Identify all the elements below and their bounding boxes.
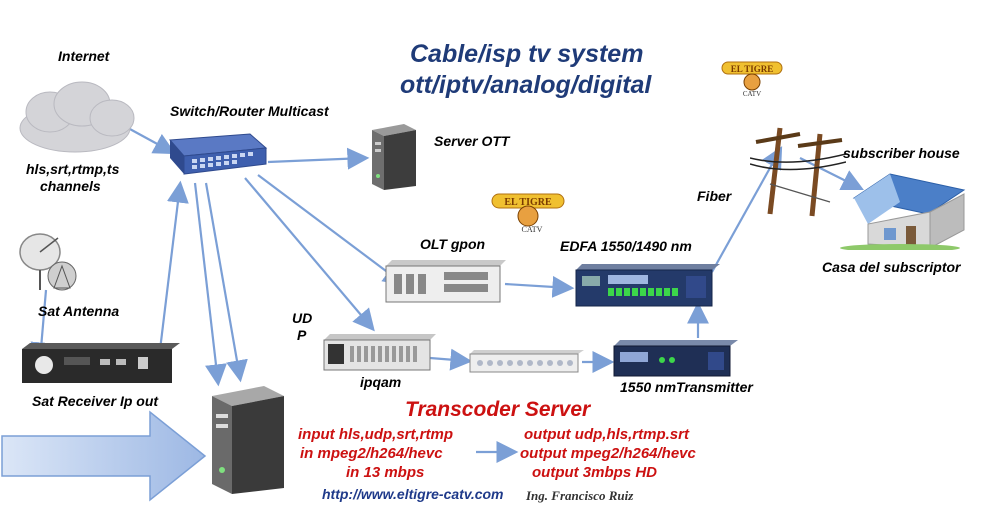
diagram-title-line2: ott/iptv/analog/digital: [400, 71, 652, 99]
server-ott-label: Server OTT: [434, 133, 510, 149]
switch-to-olt-arrow: [257, 174, 406, 286]
olt-gpon-icon: [385, 260, 506, 303]
edfa-to-pole-fiber-arrow: [711, 146, 783, 273]
transcoder-input-line2: in mpeg2/h264/hevc: [300, 445, 443, 462]
svg-text:EL TIGRE: EL TIGRE: [504, 197, 552, 208]
protocols-label: hls,srt,rtmp,ts: [26, 161, 120, 177]
fiber-label: Fiber: [697, 188, 732, 204]
website-link[interactable]: http://www.eltigre-catv.com: [322, 486, 504, 502]
ipqam-label: ipqam: [360, 374, 402, 390]
transmitter-label: 1550 nmTransmitter: [620, 379, 753, 395]
transcoder-output-line2: output mpeg2/h264/hevc: [520, 445, 696, 462]
subscriber-house-label: subscriber house: [843, 145, 960, 161]
transcoder-output-line1: output udp,hls,rtmp.srt: [524, 426, 689, 443]
ipqam-to-combiner-arrow: [429, 348, 473, 371]
internet-to-switch-arrow: [127, 127, 176, 155]
transcoder-input-line3: in 13 mbps: [346, 464, 425, 481]
edfa-amplifier-icon: [575, 264, 720, 307]
server-ott-icon: [372, 124, 416, 190]
switch-to-server-ott-arrow: [267, 147, 370, 170]
rf-combiner-icon: [469, 350, 584, 373]
internet-cloud-icon: [19, 81, 135, 153]
switch-router-icon: [168, 133, 268, 175]
eltigre-logo-middle: EL TIGRE CATV: [488, 186, 568, 234]
edfa-label: EDFA 1550/1490 nm: [560, 238, 692, 254]
olt-label: OLT gpon: [420, 236, 486, 252]
transcoder-input-line1: input hls,udp,srt,rtmp: [298, 426, 453, 443]
svg-text:EL TIGRE: EL TIGRE: [731, 64, 774, 74]
sat-receiver-icon: [22, 343, 180, 383]
big-input-arrow: [1, 410, 207, 502]
eltigre-logo-top: EL TIGRE CATV: [720, 58, 784, 98]
utility-pole-icon: [750, 127, 846, 217]
transcoder-heading: Transcoder Server: [405, 398, 591, 421]
casa-subscriptor-label: Casa del subscriptor: [822, 259, 961, 275]
optical-transmitter-icon: [613, 340, 738, 377]
receiver-to-switch-arrow: [158, 180, 189, 351]
olt-to-edfa-arrow: [504, 275, 575, 298]
subscriber-house-icon: [840, 173, 966, 250]
satellite-antenna-icon: [19, 233, 77, 291]
switch-to-transcoder-arrow-1: [193, 182, 227, 387]
switch-label: Switch/Router Multicast: [170, 103, 329, 119]
svg-text:CATV: CATV: [522, 225, 543, 234]
internet-label: Internet: [58, 48, 110, 64]
transcoder-output-line3: output 3mbps HD: [532, 464, 657, 481]
diagram-title-line1: Cable/isp tv system: [410, 40, 644, 68]
udp-label-line1: UD: [292, 310, 313, 326]
ipqam-modulator-icon: [323, 334, 436, 371]
channels-label-text: channels: [40, 178, 101, 194]
udp-label-line2: P: [297, 327, 307, 343]
sat-receiver-label: Sat Receiver Ip out: [32, 393, 159, 409]
transcoder-server-icon: [212, 386, 284, 494]
svg-text:CATV: CATV: [743, 90, 761, 98]
pole-to-house-arrow: [799, 157, 864, 190]
switch-to-ipqam-arrow: [244, 177, 375, 332]
sat-antenna-label: Sat Antenna: [38, 303, 120, 319]
switch-to-transcoder-arrow-2: [204, 182, 248, 383]
author-credit: Ing. Francisco Ruiz: [526, 488, 634, 503]
